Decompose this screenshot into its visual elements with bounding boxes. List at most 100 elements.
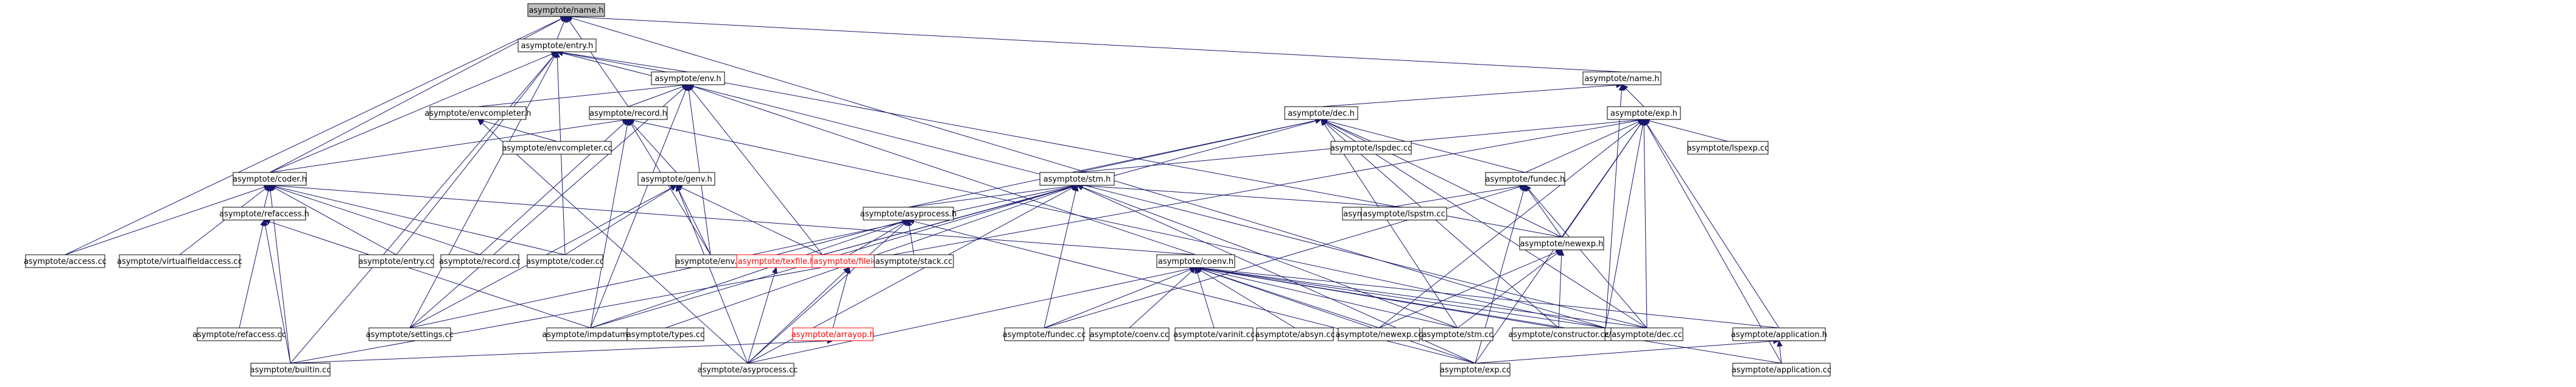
graph-node-refaccess-cc[interactable]: asymptote/refaccess.cc — [192, 327, 286, 341]
graph-node-label: asymptote/stm.h — [1044, 175, 1111, 184]
graph-node-env-h[interactable]: asymptote/env.h — [651, 71, 725, 85]
graph-node-label: asymptote/virtualfieldaccess.cc — [117, 257, 242, 266]
graph-node-label: asymptote/constructor.cc — [1508, 330, 1609, 339]
edge-exp_h-newexp_cc — [1378, 119, 1644, 328]
graph-node-stm-h[interactable]: asymptote/stm.h — [1039, 172, 1115, 186]
graph-node-label: asymptote/coder.h — [233, 175, 307, 184]
graph-node-name-h[interactable]: asymptote/name.h — [527, 3, 605, 17]
graph-node-record-cc[interactable]: asymptote/record.cc — [439, 254, 521, 268]
graph-node-env-cc[interactable]: asymptote/env.cc — [675, 254, 746, 268]
graph-node-varinit-cc[interactable]: asymptote/varinit.cc — [1173, 327, 1255, 341]
edge-exp_h-application_cc — [1643, 118, 1782, 364]
graph-node-name2-h[interactable]: asymptote/name.h — [1582, 71, 1662, 85]
edge-coenv_h-asyprocess_cc — [747, 266, 1197, 364]
graph-node-absyn-cc[interactable]: asymptote/absyn.cc — [1255, 327, 1335, 341]
graph-node-envcompleter-h[interactable]: asymptote/envcompleter.h — [424, 106, 532, 120]
graph-node-coenv-h[interactable]: asymptote/coenv.h — [1156, 254, 1235, 268]
graph-node-settings-cc[interactable]: asymptote/settings.cc — [366, 327, 454, 341]
graph-node-label: asymptote/stack.cc — [876, 257, 953, 266]
graph-node-newexp-h[interactable]: asymptote/newexp.h — [1519, 236, 1604, 250]
graph-node-entry-h[interactable]: asymptote/entry.h — [518, 38, 597, 52]
edge-application_h-exp_cc — [1475, 338, 1780, 364]
graph-node-label: asymptote/entry.cc — [359, 257, 435, 266]
graph-node-dec-cc[interactable]: asymptote/dec.cc — [1610, 327, 1683, 341]
graph-node-constructor-cc[interactable]: asymptote/constructor.cc — [1508, 327, 1609, 341]
graph-node-newexp-cc[interactable]: asymptote/newexp.cc — [1336, 327, 1423, 341]
edge-coder_h-coder_cc — [268, 183, 566, 255]
graph-node-refaccess-h[interactable]: asymptote/refaccess.h — [219, 207, 309, 221]
graph-node-asyprocess-cc[interactable]: asymptote/asyprocess.cc — [698, 363, 798, 377]
graph-node-lspexp-cc[interactable]: asymptote/lspexp.cc — [1687, 141, 1769, 155]
edge-asyprocess_h-asyprocess_cc — [747, 219, 909, 364]
edge-entry_h-builtin_cc — [290, 51, 558, 364]
graph-node-coenv-cc[interactable]: asymptote/coenv.cc — [1089, 327, 1170, 341]
graph-node-impdatum-cc[interactable]: asymptote/impdatum.cc — [542, 327, 639, 341]
graph-node-arrayop-h[interactable]: asymptote/arrayop.h — [791, 327, 875, 341]
graph-node-stm-cc[interactable]: asymptote/stm.cc — [1422, 327, 1493, 341]
graph-node-access-cc[interactable]: asymptote/access.cc — [24, 254, 107, 268]
edge-env_h-impdatum_cc — [590, 83, 689, 328]
edge-stm_h-stm_cc — [1076, 184, 1458, 328]
graph-node-genv-h[interactable]: asymptote/genv.h — [637, 172, 715, 186]
edge-name2_h-name_cc — [1605, 83, 1625, 328]
graph-node-fundec-cc[interactable]: asymptote/fundec.cc — [1003, 327, 1086, 341]
edge-fundec_h-lspfundec_cc — [1390, 183, 1526, 208]
edge-env_h-env_cc — [686, 83, 711, 255]
edge-newexp_h-stm_cc — [1457, 249, 1562, 328]
graph-node-label: asymptote/dec.h — [1288, 109, 1355, 118]
edge-dec_h-asyprocess_h — [908, 118, 1322, 208]
graph-node-fundec-h[interactable]: asymptote/fundec.h — [1485, 172, 1565, 186]
edge-fileio_h-arrayop_h — [832, 266, 851, 328]
node-layer: asymptote/name.h asymptote/entry.h asympto… — [24, 3, 1831, 377]
graph-node-stack-cc[interactable]: asymptote/stack.cc — [874, 254, 954, 268]
graph-node-builtin-cc[interactable]: asymptote/builtin.cc — [250, 363, 331, 377]
graph-node-label: asymptote/stm.cc — [1422, 330, 1493, 339]
edge-coder_h-coenv_h — [268, 182, 1196, 255]
graph-node-label: asymptote/fundec.h — [1486, 175, 1565, 184]
graph-node-types-cc[interactable]: asymptote/types.cc — [626, 327, 704, 341]
edge-exp_h-fundec_h — [1525, 119, 1645, 173]
edge-genv_h-asyprocess_cc — [676, 184, 748, 364]
graph-node-coder-h[interactable]: asymptote/coder.h — [233, 172, 307, 186]
edge-newexp_h-constructor_cc — [1558, 249, 1565, 328]
graph-node-label: asymptote/fundec.cc — [1003, 330, 1086, 339]
graph-node-fileio-h[interactable]: asymptote/fileio.h — [812, 254, 887, 268]
graph-node-lspstm-cc[interactable]: asymptote/lspstm.cc — [1361, 207, 1447, 221]
graph-node-label: asymptote/types.cc — [626, 330, 704, 339]
edge-coenv_h-application_h — [1195, 265, 1780, 328]
graph-node-exp-cc[interactable]: asymptote/exp.cc — [1440, 363, 1511, 377]
graph-node-envcompleter-cc[interactable]: asymptote/envcompleter.cc — [502, 141, 612, 155]
graph-node-application-h[interactable]: asymptote/application.h — [1731, 327, 1827, 341]
graph-node-label: asymptote/access.cc — [24, 257, 107, 266]
edge-coenv_h-fundec_cc — [1044, 267, 1197, 328]
graph-node-label: asymptote/fileio.h — [813, 257, 885, 266]
graph-node-label: asymptote/envcompleter.h — [424, 109, 531, 118]
graph-node-label: asymptote/envcompleter.cc — [502, 144, 612, 153]
graph-node-coder-cc[interactable]: asymptote/coder.cc — [526, 254, 604, 268]
graph-node-label: asymptote/env.cc — [675, 257, 745, 266]
graph-node-entry-cc[interactable]: asymptote/entry.cc — [359, 254, 435, 268]
edge-asyprocess_h-impdatum_cc — [590, 219, 910, 328]
graph-node-label: asymptote/settings.cc — [366, 330, 454, 339]
graph-node-label: asymptote/application.cc — [1732, 366, 1831, 375]
graph-node-virtualfieldaccess-cc[interactable]: asymptote/virtualfieldaccess.cc — [117, 254, 242, 268]
edge-refaccess_h-builtin_cc — [262, 219, 291, 364]
graph-node-label: asymptote/entry.h — [521, 41, 594, 51]
edge-asyprocess_h-exp_cc — [907, 218, 1476, 364]
graph-node-asyprocess-h[interactable]: asymptote/asyprocess.h — [860, 207, 957, 221]
graph-node-dec-h[interactable]: asymptote/dec.h — [1284, 106, 1358, 120]
edge-stm_h-asyprocess_h — [908, 183, 1078, 208]
edge-refaccess_h-impdatum_cc — [263, 219, 591, 328]
graph-node-label: asymptote/name.h — [1584, 74, 1659, 83]
graph-node-application-cc[interactable]: asymptote/application.cc — [1732, 363, 1831, 377]
graph-node-record-h[interactable]: asymptote/record.h — [589, 106, 668, 120]
graph-node-lspdec-cc[interactable]: asymptote/lspdec.cc — [1330, 141, 1412, 155]
edge-fundec_h-newexp_h — [1525, 184, 1562, 238]
edge-env_h-coenv_h — [687, 83, 1196, 255]
graph-node-texfile-h[interactable]: asymptote/texfile.h — [736, 254, 816, 268]
graph-node-label: asymptote/name.h — [528, 6, 603, 15]
edge-fundec_h-dec_cc — [1525, 185, 1648, 328]
edge-genv_h-env_cc — [676, 184, 711, 255]
graph-node-exp-h[interactable]: asymptote/exp.h — [1607, 106, 1681, 120]
edge-entry_h-coder_cc — [554, 51, 566, 255]
